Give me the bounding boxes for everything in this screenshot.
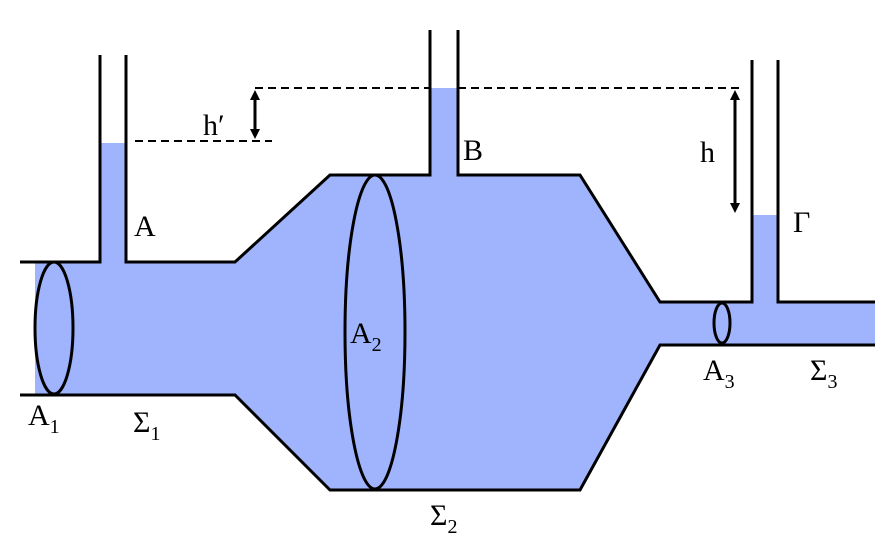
water-fill bbox=[35, 88, 875, 490]
label-sigma3: Σ3 bbox=[810, 354, 837, 393]
cross-section-a3 bbox=[712, 301, 732, 345]
label-b: B bbox=[463, 134, 483, 167]
label-a1: A1 bbox=[28, 399, 60, 438]
label-a3: A3 bbox=[703, 354, 735, 393]
label-sigma2: Σ2 bbox=[430, 499, 457, 538]
label-gamma: Γ bbox=[793, 206, 810, 239]
label-a: A bbox=[134, 210, 156, 243]
pipe-outline bbox=[20, 30, 875, 492]
label-sigma1: Σ1 bbox=[133, 406, 160, 445]
cross-section-a2 bbox=[343, 173, 407, 491]
label-h: h bbox=[700, 136, 715, 169]
label-a2: A2 bbox=[350, 317, 382, 356]
label-h-prime: h′ bbox=[203, 109, 225, 142]
cross-section-a1 bbox=[33, 260, 75, 396]
